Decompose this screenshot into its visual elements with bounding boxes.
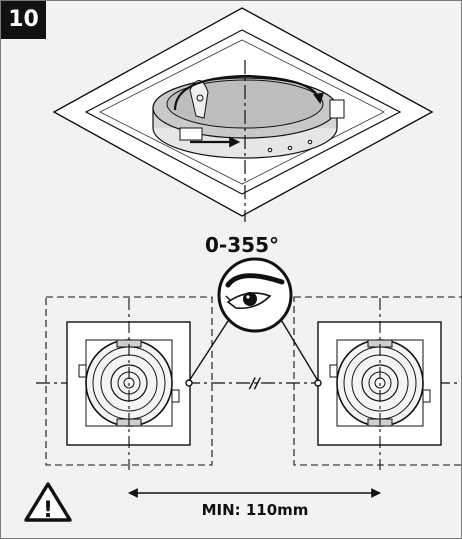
downlight-perspective [52, 7, 434, 222]
left-luminaire-plan [45, 296, 213, 470]
right-luminaire-plan [293, 296, 462, 470]
rotation-angle-label: 0-355° [205, 233, 279, 257]
eye-icon [225, 273, 285, 310]
eye-callout [188, 257, 319, 382]
warning-exclamation: ! [43, 498, 53, 523]
rotation-arrow-icon [173, 74, 324, 111]
minimum-spacing-label: MIN: 110mm [202, 501, 309, 519]
step-number-badge: 10 [1, 1, 46, 39]
warning-triangle-icon: ! [24, 482, 72, 523]
separator-mark: // [248, 376, 262, 392]
